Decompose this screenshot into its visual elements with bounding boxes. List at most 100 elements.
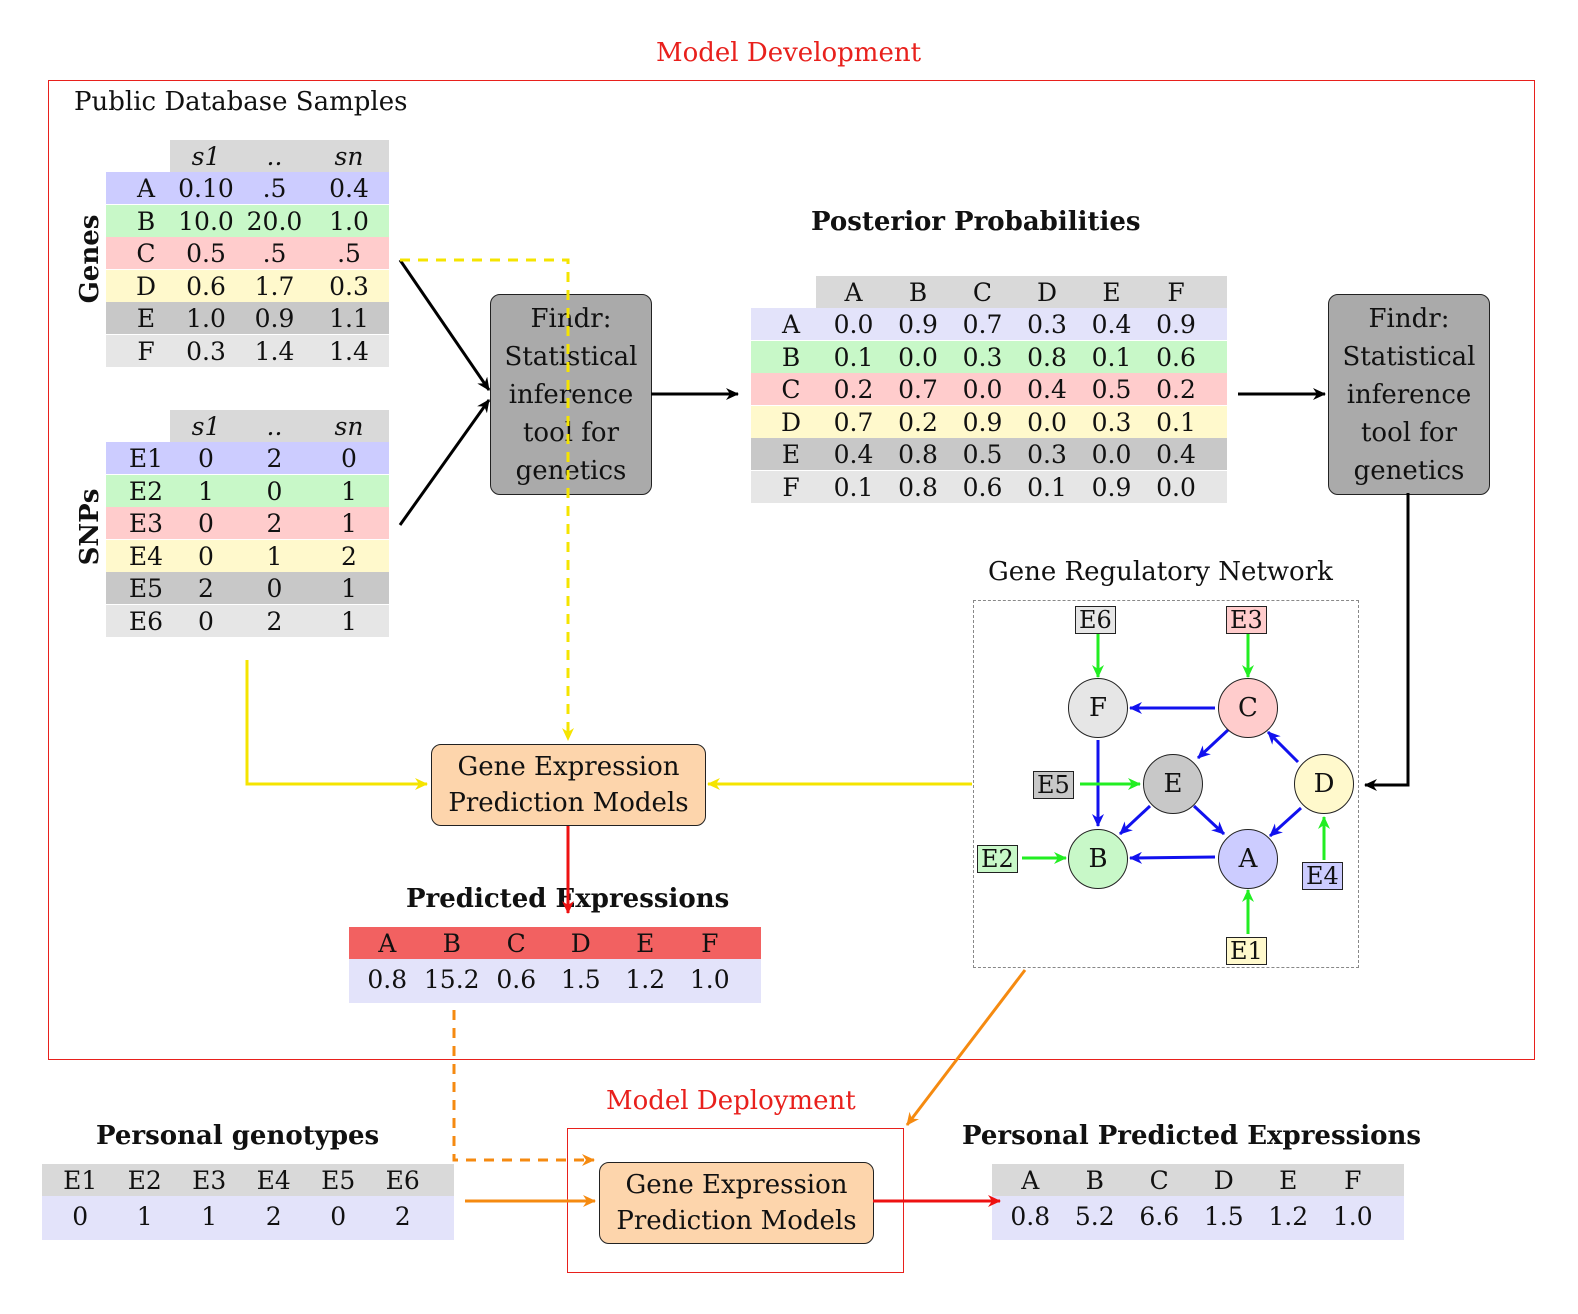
column-header: E5 [321,1166,356,1195]
gep-line: Gene Expression [625,1170,848,1200]
node-label: F [1088,693,1108,723]
row-label: D [780,407,802,437]
table-cell: 0 [198,541,214,571]
gene-regulatory-network-title: Gene Regulatory Network [988,557,1333,587]
table-cell: 2 [198,574,214,604]
column-header: C [972,278,993,307]
findr-line: Findr: [530,303,612,334]
table-cell: 0.4 [1091,310,1132,339]
table-cell: 0.9 [254,304,295,334]
table-cell: 0.3 [962,342,1003,372]
table-cell: 0.0 [898,342,938,372]
snp-label: E5 [1037,771,1070,799]
table-cell: 0.3 [1027,440,1067,470]
table-cell: 1.1 [329,304,369,334]
table-cell: 0.1 [833,473,874,502]
row-label: E2 [128,476,164,506]
findr-box-left: Findr: Statistical inference tool for ge… [490,294,652,495]
node-label: E [1163,769,1183,799]
header-text: s1 [191,142,221,171]
table-cell: 0.8 [367,965,408,994]
table-cell: 0.7 [898,375,938,405]
column-header: E [1279,1166,1298,1195]
table-header-row: s1..sn [170,410,389,442]
table-cell: 0.7 [833,407,874,437]
table-cell: 0.3 [1091,407,1132,437]
table-cell: 0.1 [1091,342,1132,372]
table-cell: 0.4 [833,440,874,470]
table-cell: 0.5 [1091,375,1132,405]
table-cell: 0.3 [186,337,226,366]
arrow-snps-to-gep [245,660,428,790]
table-cell: 0.5 [962,440,1003,470]
column-header: B [1085,1166,1104,1195]
findr-line: inference [1346,379,1472,410]
column-header: A [378,929,397,958]
edge-e-to-a [1192,804,1226,836]
table-cell: 1 [341,509,357,539]
model-development-title: Model Development [656,38,922,68]
table-cell: 0.1 [833,342,874,372]
personal-predicted-expressions-title: Personal Predicted Expressions [962,1121,1421,1151]
table-cell: 0 [330,1202,347,1231]
network-snp-e6: E6 [1075,606,1116,634]
table-cell: 1.0 [689,965,730,994]
snp-label: E1 [1230,937,1263,965]
arrow-findr-to-network [1364,493,1410,791]
row-label: F [137,337,155,366]
table-cell: 0.2 [833,375,874,405]
column-header: E [636,929,655,958]
table-cell: 0.0 [962,375,1003,405]
gep-line: Prediction Models [616,1206,857,1236]
row-label: F [782,473,800,502]
column-header: E2 [127,1166,162,1195]
network-node-b: B [1068,829,1128,889]
findr-line: genetics [1353,455,1465,486]
edge-c-to-e [1196,728,1230,760]
column-header: sn [309,140,389,172]
snp-label: E4 [1306,862,1339,890]
network-snp-e2: E2 [977,845,1018,873]
table-cell: 10.0 [178,206,234,236]
column-header: D [1213,1166,1234,1195]
table-cell: 1 [341,476,357,506]
table-cell: 0.9 [1156,310,1196,339]
table-cell: 0.8 [898,473,938,502]
column-header: F [1167,278,1185,307]
table-cell: 5.2 [1074,1202,1115,1231]
column-header: D [570,929,591,958]
column-header: E1 [63,1166,98,1195]
network-node-d: D [1294,754,1354,814]
column-header: B [908,278,928,307]
table-cell: 0.6 [496,965,537,994]
table-cell: .5 [262,174,287,203]
arrow-network-to-deployment [905,969,1027,1126]
table-cell: 15.2 [423,965,480,994]
edge-a-to-b [1129,851,1216,864]
table-cell: 1 [266,541,283,571]
table-cell: 0.9 [962,407,1003,437]
node-label: A [1238,844,1258,874]
row-label: D [135,271,157,301]
findr-box-right: Findr: Statistical inference tool for ge… [1328,294,1490,495]
table-cell: 0.0 [1156,473,1196,502]
findr-line: tool for [522,417,620,448]
table-cell: 2 [341,541,357,571]
table-cell: 2 [266,444,283,473]
table-cell: 0 [198,444,214,473]
table-cell: 2 [394,1202,411,1231]
header-text: sn [334,142,364,171]
table-cell: 0.4 [1156,440,1196,470]
